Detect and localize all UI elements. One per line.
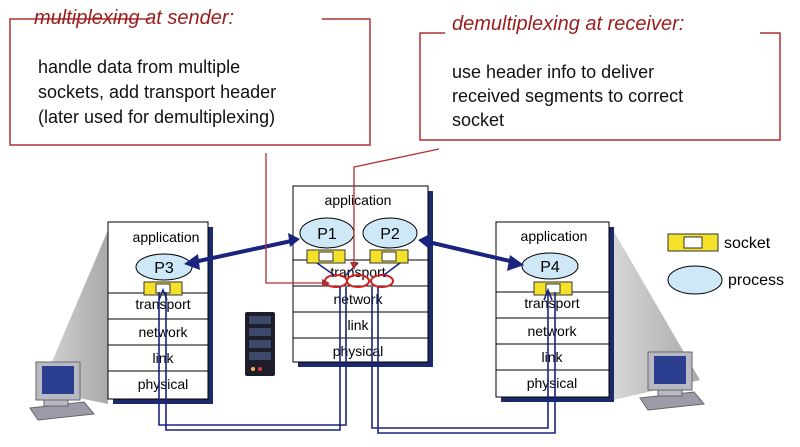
arrowhead-p3 xyxy=(184,254,200,270)
legend-process-icon xyxy=(667,265,723,295)
network-paths xyxy=(158,287,556,434)
sender-callout-line-2: sockets, add transport header xyxy=(38,82,276,102)
middle-layer-transport: transport xyxy=(330,264,385,280)
legend-process-label: process xyxy=(728,272,784,289)
middle-layer-application: application xyxy=(325,192,392,208)
sender-callout-title: multiplexing at sender: xyxy=(34,7,234,29)
process-p4 xyxy=(521,252,579,280)
right-host-stack: application transport network link physi… xyxy=(495,221,614,402)
legend: socket process xyxy=(667,233,784,295)
right-computer-icon xyxy=(639,351,705,411)
right-layer-application: application xyxy=(521,228,588,244)
left-host-cone xyxy=(40,230,108,404)
left-layer-application: application xyxy=(133,229,200,245)
right-layer-physical: physical xyxy=(527,375,578,391)
legend-socket-label: socket xyxy=(724,235,771,252)
path-left-to-middle-a xyxy=(158,287,347,426)
process-p2-label: P2 xyxy=(380,226,400,243)
sender-callout-line-3: (later used for demultiplexing) xyxy=(38,107,275,127)
sender-pointer xyxy=(265,153,324,284)
receiver-pointer xyxy=(353,148,440,264)
right-layer-network: network xyxy=(527,323,577,339)
header-highlight-2 xyxy=(346,274,370,288)
header-highlight-3 xyxy=(370,274,394,288)
process-p4-label: P4 xyxy=(540,259,560,276)
path-arrowtip-right xyxy=(543,287,553,301)
sender-callout: multiplexing at sender: handle data from… xyxy=(9,7,371,146)
process-p2 xyxy=(362,217,418,249)
socket-icon-middle-p1 xyxy=(306,249,346,264)
receiver-callout-title: demultiplexing at receiver: xyxy=(452,13,684,35)
arrowhead-p4 xyxy=(507,255,524,271)
legend-socket-icon xyxy=(667,233,719,252)
path-middle-to-right-b xyxy=(377,287,556,434)
arrow-p1-to-p3 xyxy=(193,238,297,264)
process-p1-label: P1 xyxy=(317,226,337,243)
receiver-callout-line-1: use header info to deliver xyxy=(452,62,654,82)
left-layer-link: link xyxy=(152,350,174,366)
middle-layer-link: link xyxy=(347,317,369,333)
process-p3-label: P3 xyxy=(154,260,174,277)
receiver-callout-line-2: received segments to correct xyxy=(452,86,683,106)
middle-host-stack: application transport network link physi… xyxy=(292,185,433,367)
right-layer-link: link xyxy=(541,349,563,365)
socket-icon-middle-p2 xyxy=(369,249,409,264)
process-connection-arrows xyxy=(184,233,524,271)
callout-pointers xyxy=(265,148,440,287)
sender-callout-line-1: handle data from multiple xyxy=(38,57,240,77)
server-icon xyxy=(245,312,275,376)
left-layer-physical: physical xyxy=(138,376,189,392)
path-left-to-middle-b xyxy=(165,287,341,431)
path-arrowtip-left xyxy=(158,287,168,301)
left-host-stack: application transport network link physi… xyxy=(107,221,213,404)
arrowhead-p2 xyxy=(418,234,430,248)
socket-icon-right xyxy=(533,281,573,296)
path-middle-to-right-a xyxy=(371,287,549,429)
receiver-callout: demultiplexing at receiver: use header i… xyxy=(419,13,781,141)
left-computer-icon xyxy=(29,361,95,421)
arrow-p2-to-p4 xyxy=(423,239,515,264)
right-layer-transport: transport xyxy=(524,295,579,311)
middle-layer-network: network xyxy=(333,291,383,307)
receiver-callout-line-3: socket xyxy=(452,110,504,130)
left-layer-transport: transport xyxy=(135,296,190,312)
arrowhead-p1 xyxy=(288,233,300,247)
left-layer-network: network xyxy=(138,324,188,340)
